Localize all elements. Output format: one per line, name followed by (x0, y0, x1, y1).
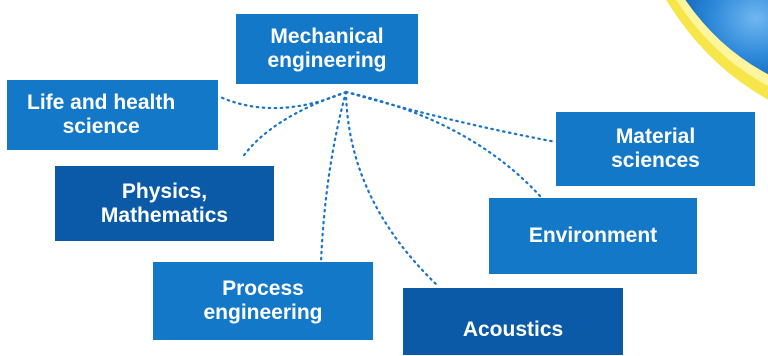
node-label: Acoustics (462, 317, 564, 341)
node-physics-mathematics: Physics, Mathematics (55, 166, 274, 241)
connector-process (319, 90, 348, 264)
connector-life (216, 90, 348, 110)
connector-material (344, 90, 558, 144)
connector-physics (240, 90, 348, 160)
node-material-sciences: Material sciences (556, 112, 755, 186)
node-label: Environment (528, 224, 658, 247)
node-mechanical-engineering: Mechanical engineering (236, 14, 418, 84)
node-label: Process engineering (203, 277, 323, 324)
node-environment: Environment (489, 198, 697, 274)
node-label: Physics, Mathematics (100, 179, 229, 227)
node-label: Mechanical engineering (267, 25, 387, 72)
node-label: Material sciences (611, 125, 700, 172)
connector-environment (344, 90, 542, 198)
node-label: Life and health science (27, 91, 176, 138)
node-life-and-health-science: Life and health science (7, 80, 218, 150)
node-acoustics: Acoustics (403, 288, 623, 355)
connector-acoustics (344, 90, 440, 288)
blue-orb-shape (685, 0, 768, 75)
node-process-engineering: Process engineering (153, 262, 373, 340)
